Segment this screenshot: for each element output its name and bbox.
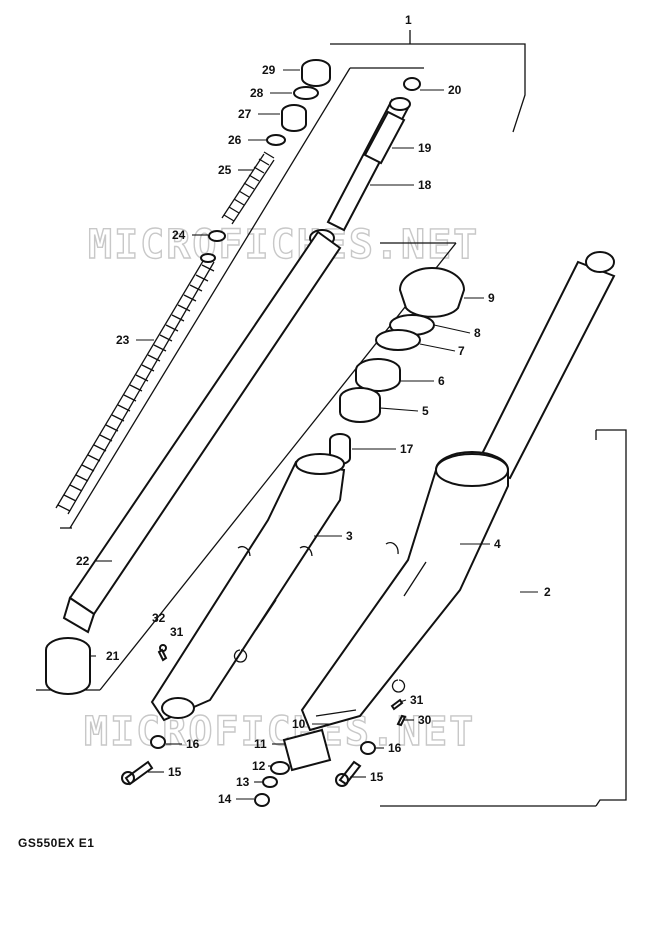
bolt-31-right bbox=[390, 698, 404, 711]
part-labels: 1 2 3 4 5 6 7 8 9 10 11 12 13 14 15 15 1… bbox=[76, 13, 551, 806]
label-17: 17 bbox=[400, 442, 414, 456]
label-24: 24 bbox=[172, 228, 186, 242]
label-8: 8 bbox=[474, 326, 481, 340]
label-5: 5 bbox=[422, 404, 429, 418]
oil-seal-6 bbox=[355, 358, 401, 392]
label-1: 1 bbox=[405, 13, 412, 27]
label-25: 25 bbox=[218, 163, 232, 177]
bolt-31-left bbox=[157, 644, 168, 662]
fork-spring bbox=[55, 253, 216, 515]
cap-29 bbox=[301, 59, 331, 87]
label-21: 21 bbox=[106, 649, 120, 663]
damper-rod bbox=[309, 77, 421, 247]
cap-bolt-27 bbox=[281, 104, 307, 132]
label-13: 13 bbox=[236, 775, 250, 789]
label-10: 10 bbox=[292, 717, 306, 731]
spacer-spring bbox=[221, 151, 275, 225]
label-29: 29 bbox=[262, 63, 276, 77]
o-ring-26 bbox=[266, 134, 286, 146]
label-9: 9 bbox=[488, 291, 495, 305]
washer-16-left bbox=[150, 735, 166, 749]
label-22: 22 bbox=[76, 554, 90, 568]
nut-14 bbox=[254, 793, 270, 807]
label-27: 27 bbox=[238, 107, 252, 121]
washer-16-right bbox=[360, 741, 376, 755]
outer-tube-3 bbox=[150, 453, 346, 722]
watermark-bottom: MICROFICHES.NET bbox=[84, 709, 475, 755]
label-30: 30 bbox=[418, 713, 432, 727]
label-2: 2 bbox=[544, 585, 551, 599]
bolt-15-right bbox=[335, 760, 362, 787]
label-31-left: 31 bbox=[170, 625, 184, 639]
label-3: 3 bbox=[346, 529, 353, 543]
label-18: 18 bbox=[418, 178, 432, 192]
label-26: 26 bbox=[228, 133, 242, 147]
label-31-right: 31 bbox=[410, 693, 424, 707]
label-7: 7 bbox=[458, 344, 465, 358]
dust-seal-9 bbox=[398, 267, 466, 318]
label-14: 14 bbox=[218, 792, 232, 806]
label-6: 6 bbox=[438, 374, 445, 388]
inner-tube-22 bbox=[62, 230, 342, 634]
washer-24 bbox=[208, 230, 226, 242]
label-23: 23 bbox=[116, 333, 130, 347]
watermark-top: MICROFICHES.NET bbox=[88, 222, 479, 268]
model-code: GS550EX E1 bbox=[18, 836, 95, 850]
guide-bush-5 bbox=[339, 387, 381, 423]
bolt-15-left bbox=[121, 760, 154, 786]
label-16-left: 16 bbox=[186, 737, 200, 751]
label-4: 4 bbox=[494, 537, 501, 551]
label-16-right: 16 bbox=[388, 741, 402, 755]
label-32: 32 bbox=[152, 611, 166, 625]
leader-lines bbox=[90, 69, 538, 800]
washer-13 bbox=[262, 776, 278, 788]
label-12: 12 bbox=[252, 759, 266, 773]
label-20: 20 bbox=[448, 83, 462, 97]
stopper-ring-7 bbox=[375, 329, 421, 351]
label-19: 19 bbox=[418, 141, 432, 155]
label-28: 28 bbox=[250, 86, 264, 100]
label-15-right: 15 bbox=[370, 770, 384, 784]
label-11: 11 bbox=[254, 737, 267, 751]
washer-12 bbox=[270, 761, 290, 775]
label-15-left: 15 bbox=[168, 765, 182, 779]
o-ring-28 bbox=[293, 86, 319, 100]
slide-bush-21 bbox=[45, 637, 91, 695]
screw-30 bbox=[396, 714, 407, 727]
fork-assembly-2 bbox=[282, 251, 616, 772]
